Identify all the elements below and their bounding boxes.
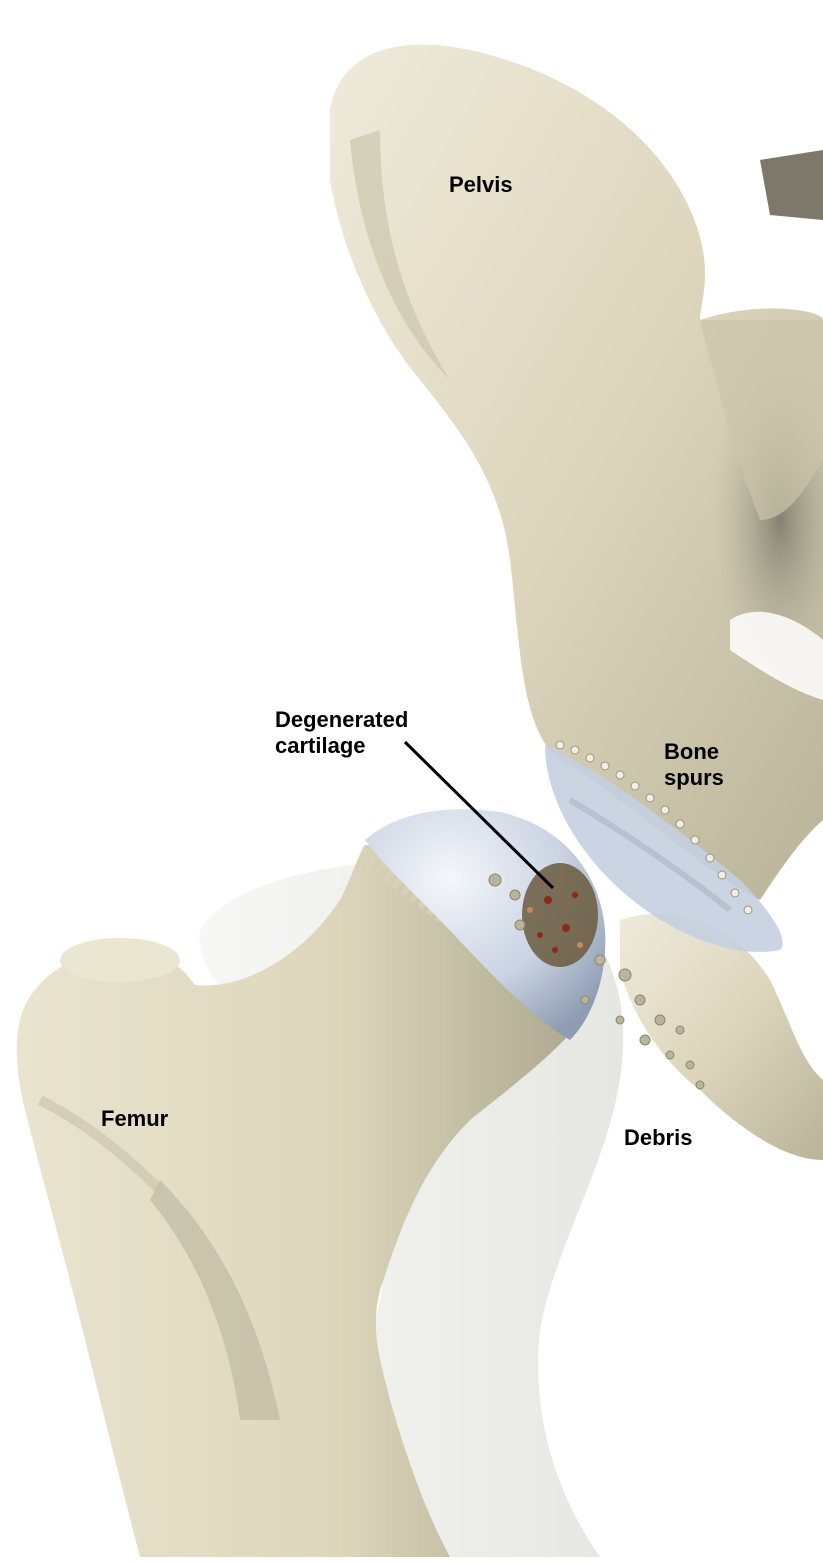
pelvis-label: Pelvis [449, 172, 513, 198]
degenerated-cartilage-label: Degenerated cartilage [275, 707, 408, 759]
degenerated-label-line1: Degenerated [275, 707, 408, 733]
bone-spurs-label: Bone spurs [664, 739, 724, 791]
bone-spurs-label-line2: spurs [664, 765, 724, 791]
degenerated-label-line2: cartilage [275, 733, 408, 759]
pubic-bone [620, 914, 823, 1160]
debris-label: Debris [624, 1125, 692, 1151]
degenerated-cartilage-patch [522, 863, 598, 967]
bone-spurs-label-line1: Bone [664, 739, 724, 765]
femur-label: Femur [101, 1106, 168, 1132]
